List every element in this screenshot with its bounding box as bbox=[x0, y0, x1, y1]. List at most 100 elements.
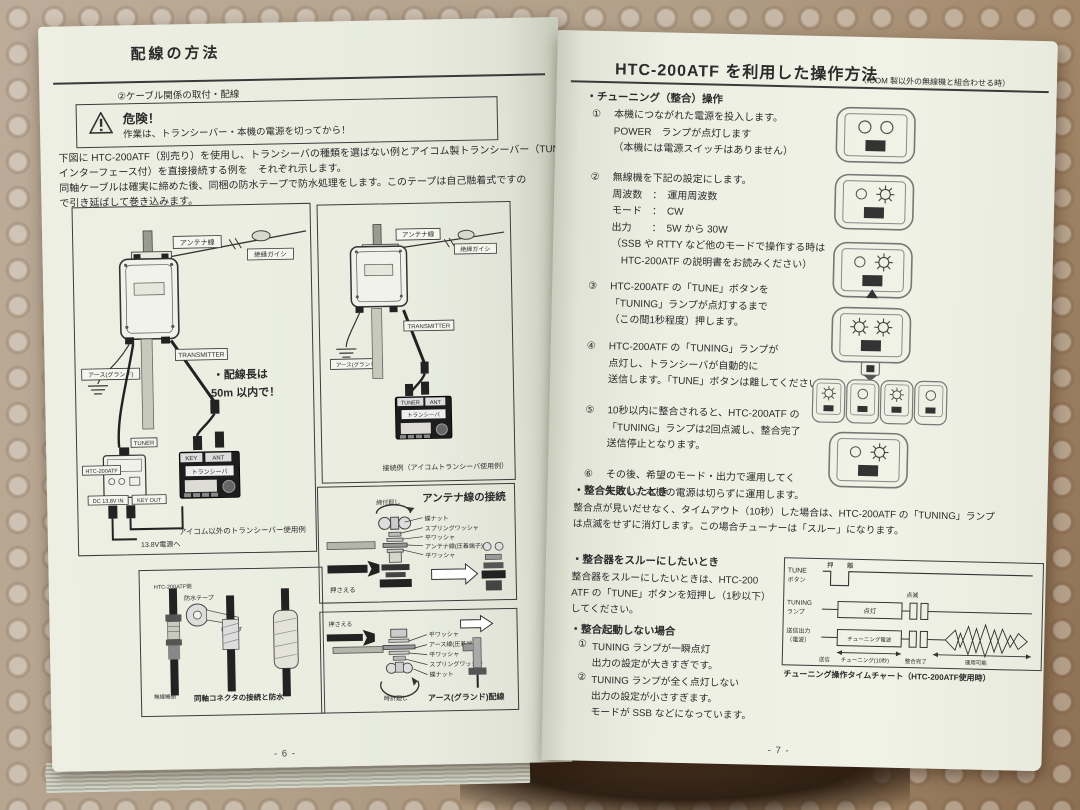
antenna-wire-label: アンテナ線 bbox=[172, 235, 222, 249]
power-supply-label: 13.8V電源へ bbox=[141, 539, 180, 549]
part-label: 蝶ナット bbox=[424, 514, 448, 522]
svg-text:アース(グランド): アース(グランド) bbox=[88, 370, 133, 379]
ant-jack-label: ANT bbox=[212, 455, 224, 461]
unit-side-label: HTC-200ATF側 bbox=[154, 582, 192, 591]
step-number: ④ bbox=[586, 340, 596, 352]
hold-label: 押さえる bbox=[330, 585, 356, 594]
tune-button-icon bbox=[925, 407, 936, 414]
diagram-ground-wiring: 押さえる 時計廻し bbox=[319, 607, 520, 714]
antenna-terminal bbox=[382, 542, 408, 548]
key-jack-label: KEY bbox=[185, 456, 197, 462]
step-line: 送信します。「TUNE」ボタンは離してください bbox=[607, 374, 819, 391]
part-label: 平ワッシャ bbox=[429, 651, 459, 659]
header-rule bbox=[53, 73, 546, 85]
coax-waterproof-svg: HTC-200ATF側 防水テープ 巻きます bbox=[154, 582, 299, 703]
left-page-number: - 6 - bbox=[273, 748, 297, 760]
warning-title: 危険！ bbox=[122, 111, 161, 127]
antenna-connection-svg: アンテナ線の接続 締付廻し bbox=[326, 490, 506, 594]
tuning-knob bbox=[435, 423, 448, 436]
danger-warning-box: 危険！ 作業は、トランシーバー・本機の電源を切ってから！ bbox=[75, 96, 499, 149]
blink-frame-1 bbox=[811, 378, 846, 424]
tune-button-icon bbox=[891, 406, 902, 413]
transmitter-label: TRANSMITTER bbox=[174, 348, 228, 361]
blink-label: 点滅 bbox=[906, 591, 918, 599]
step-number: ⑤ bbox=[585, 404, 595, 416]
mounting-pole bbox=[140, 338, 155, 430]
tuner-unit bbox=[349, 245, 409, 308]
bolt-stack bbox=[382, 628, 416, 674]
tune-button-icon bbox=[862, 274, 883, 287]
diagram-non-icom-wiring: アンテナ線 絶縁ガイシ bbox=[71, 202, 318, 557]
tune-button-icon bbox=[857, 464, 879, 477]
page-right: HTC-200ATF を利用した操作方法 （ICOM 製以外の無線機と組合わせる… bbox=[541, 30, 1058, 772]
tx-output-waveform: チューニング電波 bbox=[821, 623, 1028, 659]
diagram-coax-waterproof: HTC-200ATF側 防水テープ 巻きます bbox=[138, 566, 326, 718]
tune-button-waveform bbox=[822, 570, 1033, 587]
insulator bbox=[251, 230, 271, 242]
nostart-line: モードが SSB などになっています。 bbox=[590, 706, 752, 722]
assembled-connector bbox=[481, 541, 506, 591]
nostart-item-number: ① bbox=[577, 638, 587, 650]
nostart-line: 出力の設定が大きすぎです。 bbox=[591, 657, 719, 672]
down-arrow-icon bbox=[863, 375, 878, 382]
direction-arrow-icon bbox=[431, 562, 479, 585]
part-label: 蝶ナット bbox=[429, 670, 453, 678]
antenna-mast bbox=[372, 224, 382, 248]
tuning-lamp-waveform: 点灯 bbox=[821, 600, 1032, 621]
step-2: ② 無線機を下記の設定にします。 周波数 ： 運用周波数 モード ： CW 出力… bbox=[589, 170, 827, 274]
power-lamp-icon bbox=[849, 446, 862, 458]
part-label: アース線(圧着端子) bbox=[429, 640, 480, 649]
wiring-note-line1: ・配線長は bbox=[213, 367, 268, 382]
ground-lead-cable bbox=[332, 646, 384, 654]
diagram-antenna-connection: アンテナ線の接続 締付廻し bbox=[316, 482, 518, 604]
lit-label: 点灯 bbox=[863, 606, 877, 615]
blink-frame-4 bbox=[913, 380, 948, 426]
insulator-label: 絶縁ガイシ bbox=[453, 242, 497, 255]
lamp-lit-icon bbox=[849, 317, 870, 337]
tune-button-icon bbox=[857, 405, 868, 413]
assembled-ground-tap bbox=[462, 637, 487, 688]
left-page-title: 配線の方法 bbox=[130, 44, 221, 64]
svg-text:TRANSMITTER: TRANSMITTER bbox=[407, 324, 450, 331]
antenna-lead-cable bbox=[326, 541, 376, 550]
clockwise-label: 時計廻し bbox=[384, 694, 408, 702]
part-label: 平ワッシャ bbox=[425, 552, 455, 560]
transceiver-label: トランシーバ bbox=[192, 468, 228, 476]
transmitter-label: TRANSMITTER bbox=[403, 319, 455, 332]
nostart-line: 出力の設定が小さすぎます。 bbox=[590, 690, 718, 705]
nostart-line: TUNING ランプが全く点灯しない bbox=[591, 674, 740, 690]
panel-step-2 bbox=[834, 173, 915, 231]
right-page-number: - 7 - bbox=[767, 744, 790, 757]
transceiver-non-icom: KEY ANT トランシーバ bbox=[178, 450, 241, 499]
tuning-section-title: ・チューニング（整合）操作 bbox=[586, 90, 724, 106]
blink-frame-3 bbox=[879, 380, 914, 425]
page-left: 配線の方法 ②ケーブル関係の取付・配線 危険！ 作業は、トランシーバー・本機の電… bbox=[38, 17, 574, 772]
tune-row-label: ボタン bbox=[788, 575, 806, 583]
lamp-lit-icon bbox=[873, 317, 894, 338]
key-cable bbox=[129, 506, 184, 531]
duration-label: チューニング(10秒) bbox=[841, 656, 890, 665]
part-label: 平ワッシャ bbox=[425, 534, 455, 542]
send-label: 送信 bbox=[819, 655, 831, 663]
operating-wave-burst bbox=[944, 623, 1028, 659]
lamp-lit-icon bbox=[874, 252, 894, 273]
insulator-label: 絶縁ガイシ bbox=[246, 247, 294, 261]
tuning-row-label: ランプ bbox=[787, 608, 805, 615]
diagram-non-icom-svg: アンテナ線 絶縁ガイシ bbox=[81, 230, 307, 549]
antenna-wire bbox=[398, 231, 505, 249]
step-1: ① 本機につながれた電源を投入します。 POWER ランプが点灯します （本機に… bbox=[591, 107, 794, 161]
dc-in-label: DC 13.8V IN bbox=[87, 494, 129, 506]
diagram-a-caption: アイコム以外のトランシーバー使用例 bbox=[179, 524, 306, 536]
fail-section-title: ・整合失敗したとき bbox=[573, 484, 669, 499]
tuner-jack-label: TUNER bbox=[401, 400, 420, 406]
press-label: 押 bbox=[827, 560, 834, 569]
step-number: ② bbox=[590, 171, 600, 183]
operate-label: 運用可能 bbox=[965, 658, 988, 667]
connector-bare bbox=[165, 588, 182, 696]
thru-section-line: してください。 bbox=[570, 603, 639, 616]
panel-step-1 bbox=[835, 106, 916, 164]
svg-text:アンテナ線: アンテナ線 bbox=[180, 238, 215, 248]
interface-unit bbox=[102, 454, 147, 499]
connector-body bbox=[379, 551, 412, 588]
hold-label: 押さえる bbox=[328, 620, 352, 628]
